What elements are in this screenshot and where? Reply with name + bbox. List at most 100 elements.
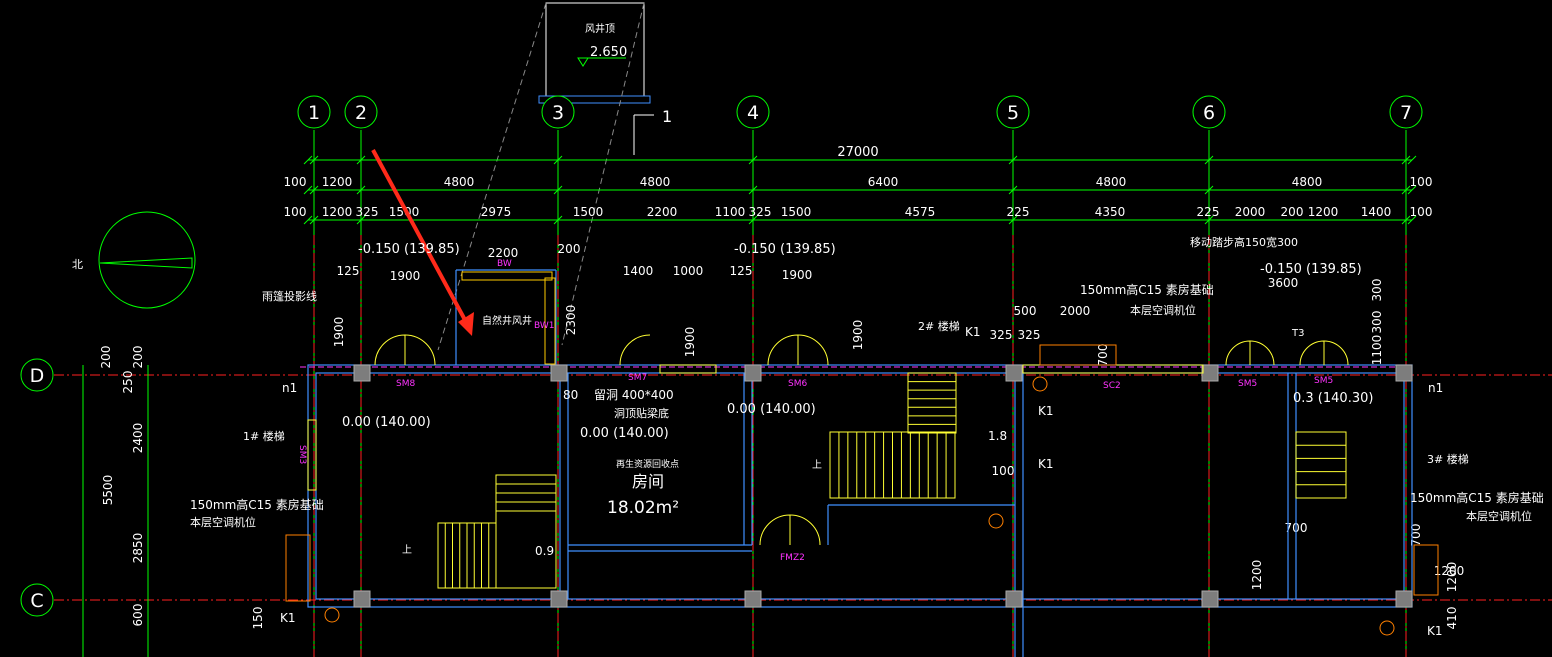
- stair-1: [437, 474, 557, 589]
- dim-local-10: 1900: [683, 327, 697, 358]
- door-sm3: SM3: [297, 445, 307, 464]
- dim-row1-4: 6400: [868, 175, 899, 189]
- dim-local-22: 100: [992, 464, 1015, 478]
- dim-local-0: 125: [337, 264, 360, 278]
- t3-mark: T3: [1291, 328, 1304, 339]
- up-a: 上: [402, 544, 412, 556]
- dim-local-9: 1900: [332, 317, 346, 348]
- room-note: 再生资源回收点: [616, 458, 679, 470]
- shaft-label: 自然井风井: [482, 314, 532, 327]
- dim-local-17: 3600: [1268, 276, 1299, 290]
- dim-local-3: 200: [558, 242, 581, 256]
- door-sm5b: SM5: [1314, 376, 1333, 386]
- canopy-label: 雨篷投影线: [262, 289, 317, 303]
- dim-row2-16: 1200: [1308, 205, 1339, 219]
- foundation-c: 150mm高C15 素房基础: [1410, 490, 1544, 505]
- door-sm8: SM8: [396, 379, 415, 389]
- door-sc2: SC2: [1103, 381, 1121, 391]
- dim-local-21: 1200: [1434, 564, 1465, 578]
- k1-b: K1: [1038, 404, 1054, 418]
- dim-80: 80: [563, 388, 578, 402]
- room-area: 18.02m²: [607, 498, 679, 518]
- dim-row1-2: 4800: [444, 175, 475, 189]
- k1-c: K1: [1038, 457, 1054, 471]
- dim-local-7: 1900: [782, 268, 813, 282]
- dim-row2-1: 1200: [322, 205, 353, 219]
- grid-bubble-5: [996, 95, 1030, 129]
- dim-row2-4: 2975: [481, 205, 512, 219]
- ac-b: 本层空调机位: [1130, 303, 1196, 317]
- grid-bubble-4: [736, 95, 770, 129]
- door-sm7: SM7: [628, 373, 647, 383]
- n1-right: n1: [1428, 381, 1443, 395]
- dim-row1-3: 4800: [640, 175, 671, 189]
- dim-local-14: 325: [990, 328, 1013, 342]
- floor-level-c: 0.00 (140.00): [727, 402, 816, 417]
- dim-local-5: 1000: [673, 264, 704, 278]
- grid-bubble-6: [1192, 95, 1226, 129]
- grid-bubble-2: [344, 95, 378, 129]
- door-sm6: SM6: [788, 379, 807, 389]
- dim-row2-10: 4575: [905, 205, 936, 219]
- columns: [353, 364, 1413, 608]
- dim-row2-9: 1500: [781, 205, 812, 219]
- dim-row2-11: 225: [1007, 205, 1030, 219]
- dim-local-19: 700: [1409, 524, 1423, 547]
- ac-c: 本层空调机位: [1466, 509, 1532, 523]
- grid-bubble-3: [541, 95, 575, 129]
- grid-row-label-C: C: [30, 590, 43, 612]
- grid-label-6: 6: [1203, 102, 1215, 124]
- floor-level-d: 0.3 (140.30): [1293, 391, 1373, 406]
- grid-label-2: 2: [355, 102, 367, 124]
- doors: [285, 271, 1439, 602]
- grid-label-7: 7: [1400, 102, 1412, 124]
- stair-2: [829, 372, 957, 499]
- dim-row2-14: 2000: [1235, 205, 1266, 219]
- grid-row-bubble-C: [20, 583, 54, 617]
- dim-local-1: 1900: [390, 269, 421, 283]
- stair-2-label: 2# 楼梯: [918, 319, 960, 333]
- north-arrow: 北: [72, 211, 196, 309]
- stair-3-label: 3# 楼梯: [1427, 452, 1469, 466]
- dim-row2-6: 2200: [647, 205, 678, 219]
- dim-local-11: 1900: [851, 320, 865, 351]
- elevation-3: -0.150 (139.85): [1260, 262, 1362, 277]
- n1-left: n1: [282, 381, 297, 395]
- dim-row2-0: 100: [284, 205, 307, 219]
- dim-left-3: 2400: [131, 423, 145, 454]
- k1-d: K1: [280, 611, 296, 625]
- dim-row2-5: 1500: [573, 205, 604, 219]
- grid-bubble-1: [297, 95, 331, 129]
- dim-local-6: 125: [730, 264, 753, 278]
- dim-right-1: 300: [1370, 311, 1384, 334]
- dim-row2-15: 200: [1281, 205, 1304, 219]
- grid-bubble-7: [1389, 95, 1423, 129]
- foundation-a: 150mm高C15 素房基础: [190, 497, 324, 512]
- grid-row-bubble-D: [20, 358, 54, 392]
- dim-1-8: 1.8: [988, 429, 1007, 443]
- dim-row1-1: 1200: [322, 175, 353, 189]
- dim-row2-12: 4350: [1095, 205, 1126, 219]
- dim-row2-17: 1400: [1361, 205, 1392, 219]
- step-note: 移动踏步高150宽300: [1190, 235, 1298, 249]
- hole-label: 留洞 400*400: [594, 388, 674, 402]
- dim-left-1: 200: [131, 346, 145, 369]
- dim-left-7: 150: [251, 607, 265, 630]
- door-sm5a: SM5: [1238, 379, 1257, 389]
- bw-tag: BW: [497, 259, 512, 269]
- room-name: 房间: [632, 472, 664, 491]
- dim-0-9: 0.9: [535, 544, 554, 558]
- door-fmz2: FMZ2: [780, 553, 805, 563]
- inset-elevation: 2.650: [590, 45, 627, 60]
- up-b: 上: [812, 459, 822, 471]
- dim-local-2: 2200: [488, 246, 519, 260]
- red-arrow: [371, 149, 474, 336]
- stair-1-label: 1# 楼梯: [243, 429, 285, 443]
- bw1-tag: BW1: [534, 321, 554, 331]
- dim-left-4: 2850: [131, 533, 145, 564]
- stair-3: [1295, 431, 1347, 499]
- dim-row1-6: 4800: [1292, 175, 1323, 189]
- grid-label-4: 4: [747, 102, 759, 124]
- north-label: 北: [72, 258, 83, 271]
- inset-title: 风井顶: [585, 22, 615, 35]
